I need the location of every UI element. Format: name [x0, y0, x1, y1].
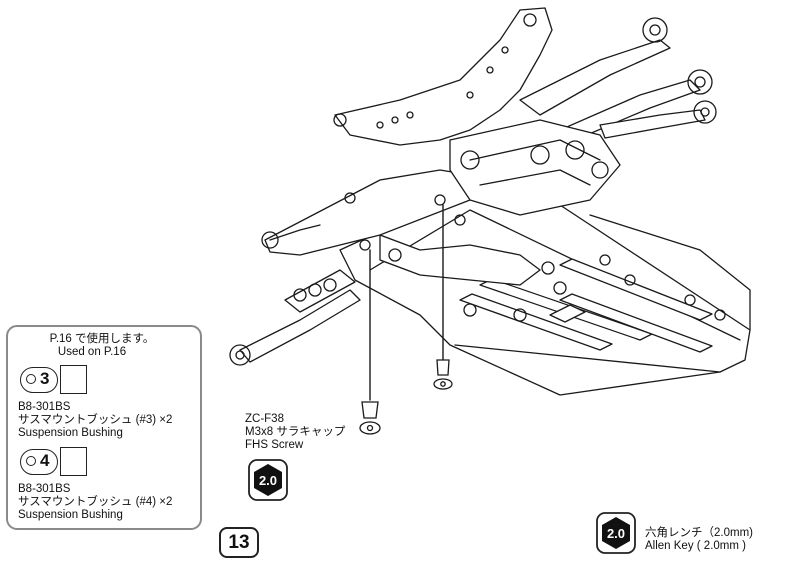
page-ref-en: Used on P.16 — [57, 346, 127, 358]
tool-legend-name-en: Allen Key ( 2.0mm ) — [645, 540, 746, 552]
bushing-3-name-en: Suspension Bushing — [18, 427, 123, 439]
tool-legend-name-jp: 六角レンチ（2.0mm) — [645, 527, 753, 539]
screw-tool-size: 2.0 — [258, 472, 278, 488]
bushing-3-name-jp: サスマウントブッシュ (#3) ×2 — [18, 414, 173, 426]
hex-key-icon: 2.0 — [596, 512, 636, 554]
tool-legend-size: 2.0 — [606, 525, 626, 541]
bushing-3-side-view — [60, 365, 87, 394]
screw-name-jp: M3x8 サラキャップ — [245, 426, 346, 438]
screw-part-no: ZC-F38 — [245, 413, 284, 425]
bushing-4-part-no: B8-301BS — [18, 483, 71, 495]
flat-head-screw-icon — [359, 401, 381, 435]
page-ref-jp: P.16 で使用します。 — [49, 333, 155, 345]
bushing-4-name-en: Suspension Bushing — [18, 509, 123, 521]
step-number: 13 — [219, 527, 259, 558]
bushing-3-number: 3 — [40, 369, 50, 388]
bushing-3-part-no: B8-301BS — [18, 401, 71, 413]
screw-name-en: FHS Screw — [245, 439, 304, 451]
hex-key-icon: 2.0 — [248, 459, 288, 501]
bushing-4-name-jp: サスマウントブッシュ (#4) ×2 — [18, 496, 173, 508]
bushing-4-number: 4 — [40, 451, 50, 470]
bushing-4-side-view — [60, 447, 87, 476]
bushing-4-icon: 4 — [20, 449, 58, 475]
bushing-3-icon: 3 — [20, 367, 58, 393]
parts-box: P.16 で使用します。 Used on P.16 3 B8-301BS サスマ… — [6, 325, 202, 530]
